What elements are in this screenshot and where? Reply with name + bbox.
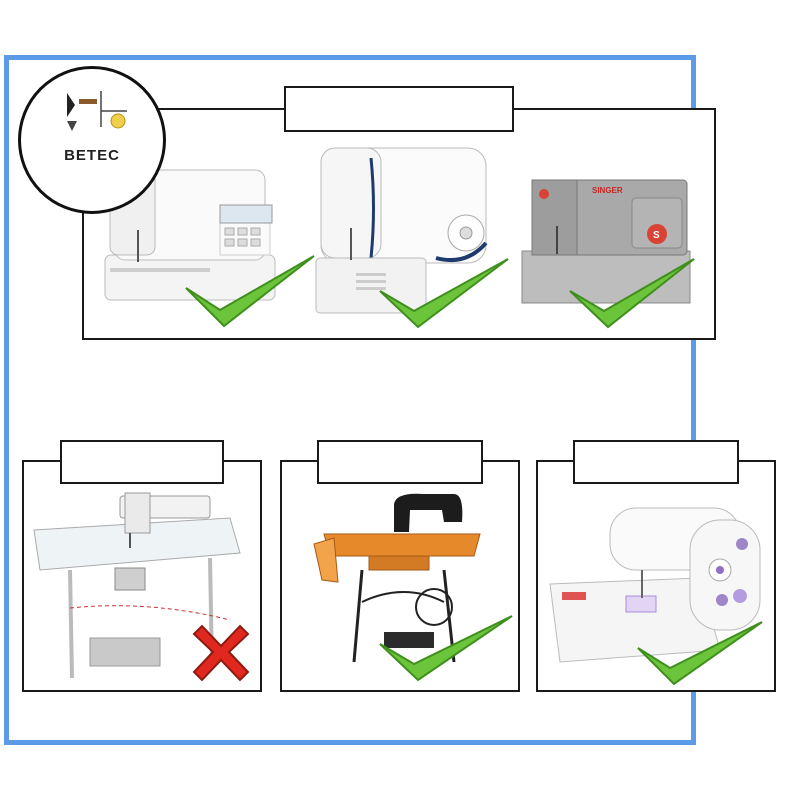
check-icon — [185, 255, 315, 328]
brand-name: BETEC — [64, 147, 120, 164]
top-panel-label — [284, 86, 514, 132]
check-icon — [379, 615, 513, 682]
treadle-panel-label — [317, 440, 483, 484]
cross-icon — [192, 624, 250, 682]
industrial-sewing-machine-image — [33, 492, 241, 679]
heavy-duty-sewing-machine-image: SINGER S — [521, 179, 691, 304]
needle-logo-icon — [67, 91, 127, 131]
check-icon — [379, 258, 509, 329]
electronic-sewing-machine-image — [315, 147, 488, 314]
brand-logo: BETEC — [18, 66, 166, 214]
brand-tagline-line — [35, 177, 149, 183]
check-icon — [569, 258, 695, 329]
selection-frame — [4, 55, 696, 745]
svg-text:SINGER: SINGER — [592, 186, 623, 195]
mini-panel-label — [573, 440, 739, 484]
industrial-panel-label — [60, 440, 224, 484]
treadle-sewing-machine-image — [313, 493, 481, 663]
svg-text:S: S — [653, 230, 660, 241]
check-icon — [637, 621, 763, 686]
